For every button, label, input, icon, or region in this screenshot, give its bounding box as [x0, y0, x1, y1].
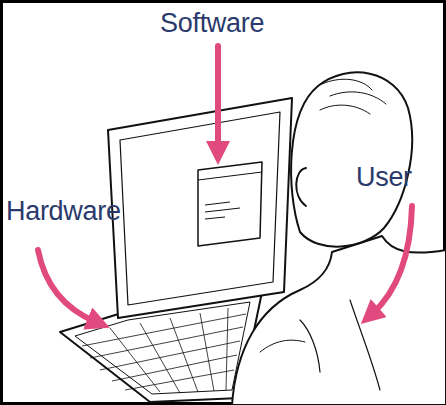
part-label: User: [356, 164, 412, 191]
pointer-arrows: [38, 46, 412, 322]
user-arrow: [372, 206, 412, 314]
hardware-arrow: [38, 250, 96, 322]
software-arrow: [215, 46, 221, 150]
part-label: Hardware: [6, 198, 121, 225]
user-figure: [232, 72, 446, 405]
part-label: Software: [160, 10, 264, 37]
